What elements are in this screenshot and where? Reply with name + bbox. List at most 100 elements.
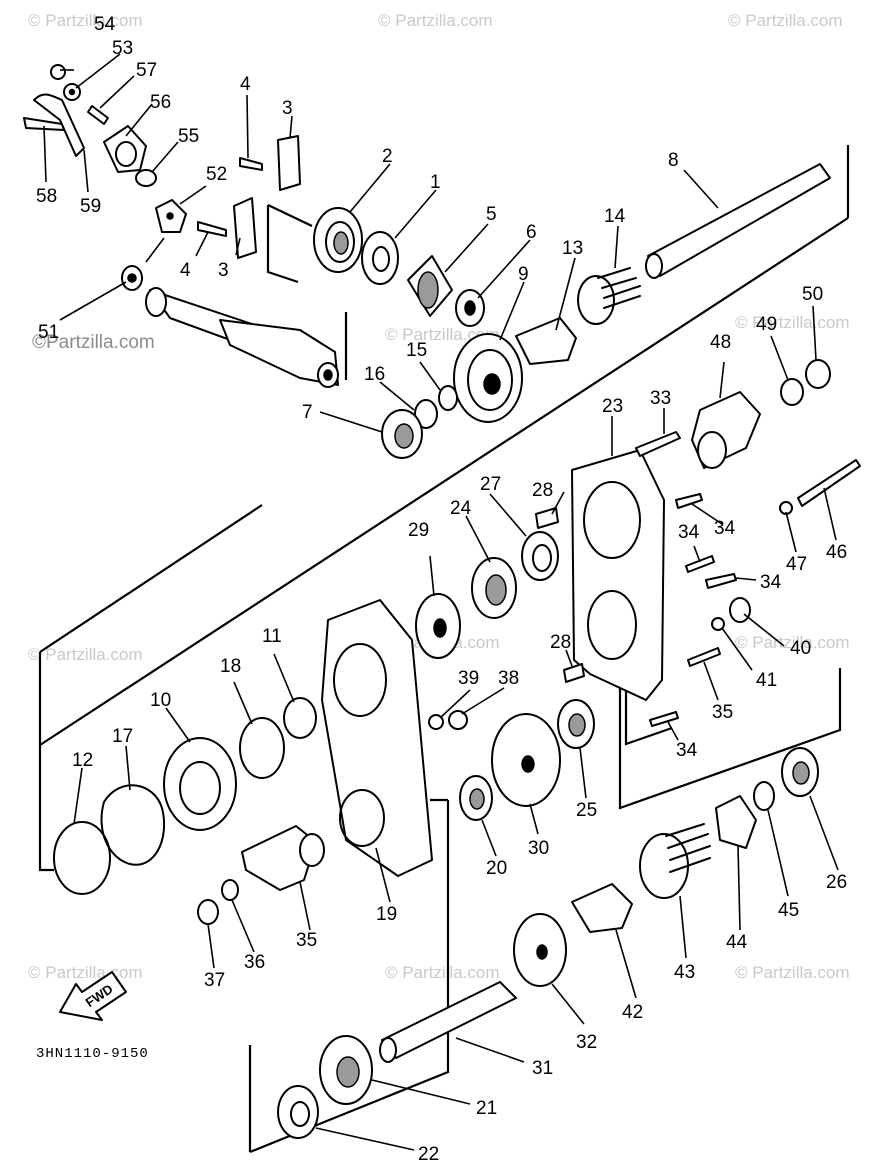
callout-labels: 1 2 3 3 4 4 5 6 7 8 9 10 11 12 13 14 15 … [36,14,847,1165]
part-33-bolt [635,431,681,457]
watermark: © Partzilla.com [728,11,843,30]
part-8-shaft [645,163,831,279]
part-10-cover [163,737,237,831]
callout-43: 42 [622,1002,643,1023]
part-41-plug [729,597,751,623]
callout-50: 49 [756,314,777,335]
callout-21: 21 [476,1098,497,1119]
part-4-pin [197,221,227,237]
callout-60: 59 [80,196,101,217]
part-52-gear [121,265,143,291]
part-14-spring [577,267,641,325]
callout-4: 4 [180,260,191,281]
part-2-bearing [313,207,363,273]
part-32-gear [513,913,567,987]
part-40-washer [428,714,444,730]
part-20-bearing [459,775,493,821]
part-37-washer [221,879,239,901]
part-35-bolt [687,647,721,667]
callout-52: 51 [38,322,59,343]
callout-42: 41 [756,670,777,691]
callout-48: 47 [786,554,807,575]
part-56-plug [135,169,157,187]
callout-8: 8 [668,150,679,171]
callout-30: 30 [528,838,549,859]
callout-38: 37 [204,970,225,991]
callout-31: 31 [532,1058,553,1079]
part-12-o-ring [53,821,111,895]
part-11-collar [283,697,317,739]
part-23-cover [571,449,665,701]
callout-11: 11 [262,626,282,647]
callout-9: 9 [518,264,529,285]
callout-32: 32 [576,1032,597,1053]
part-45-sleeve [715,795,757,849]
callout-4: 4 [240,74,251,95]
callout-1: 1 [430,172,441,193]
part-1-shim [361,231,399,285]
callout-35: 35 [712,702,733,723]
part-30-gear [491,713,561,807]
part-13-sleeve [515,317,577,365]
part-4-pin [239,157,263,171]
part-34-bolt [705,573,737,589]
callout-41: 40 [790,638,811,659]
callout-20: 20 [486,858,507,879]
part-54-hole [68,88,76,96]
part-31-shaft [379,981,517,1063]
part-15-seal [438,385,458,411]
part-17-gasket [100,784,166,866]
callout-29: 29 [408,520,429,541]
part-51-nut [805,359,831,389]
part-28-dowel [535,507,559,529]
callout-24: 24 [450,498,472,519]
callout-13: 13 [562,238,583,259]
part-24-bearing [471,557,517,619]
part-36-yoke [241,825,325,891]
part-42-washer [711,617,725,631]
part-3-plate [277,135,301,191]
part-43-sleeve [571,883,633,933]
callout-34: 34 [714,518,736,539]
part-19-case [321,599,433,877]
part-25-bearing [557,699,595,749]
watermark-main: ©Partzilla.com [32,332,155,353]
watermark: © Partzilla.com [28,645,143,664]
callout-25: 25 [576,800,597,821]
part-27-seal [521,531,559,581]
callout-16: 16 [364,364,385,385]
part-18-o-ring [239,717,285,779]
callout-45: 44 [726,932,748,953]
part-46-washer [753,781,775,811]
part-47-bolt [797,459,861,507]
part-35-bolt [685,555,715,573]
callout-5: 5 [486,204,497,225]
callout-35: 34 [678,522,700,543]
callout-39: 38 [498,668,519,689]
part-55-washer [50,64,66,80]
watermark: © Partzilla.com [735,633,850,652]
input-shaft-part [145,287,339,388]
callout-2: 2 [382,146,393,167]
callout-15: 15 [406,340,427,361]
callout-49: 48 [710,332,731,353]
leader-lines [43,53,839,1151]
part-57-bracket [103,125,147,173]
part-29-gear [415,593,461,659]
callout-6: 6 [526,222,537,243]
callout-59: 58 [36,186,57,207]
callout-47: 46 [826,542,847,563]
callout-57: 56 [150,92,171,113]
part-7-bearing [381,409,423,459]
part-58-bolt [87,105,109,125]
part-9-ring-gear [453,333,523,423]
callout-51: 50 [802,284,823,305]
diagram-code: 3HN1110-9150 [36,1046,149,1062]
watermark: © Partzilla.com [735,313,850,332]
callout-23: 23 [602,396,623,417]
part-5-bevel-gear [407,255,453,317]
part-53-joint [155,199,187,233]
callout-58: 57 [136,60,157,81]
callout-46: 45 [778,900,799,921]
callout-7: 7 [302,402,313,423]
